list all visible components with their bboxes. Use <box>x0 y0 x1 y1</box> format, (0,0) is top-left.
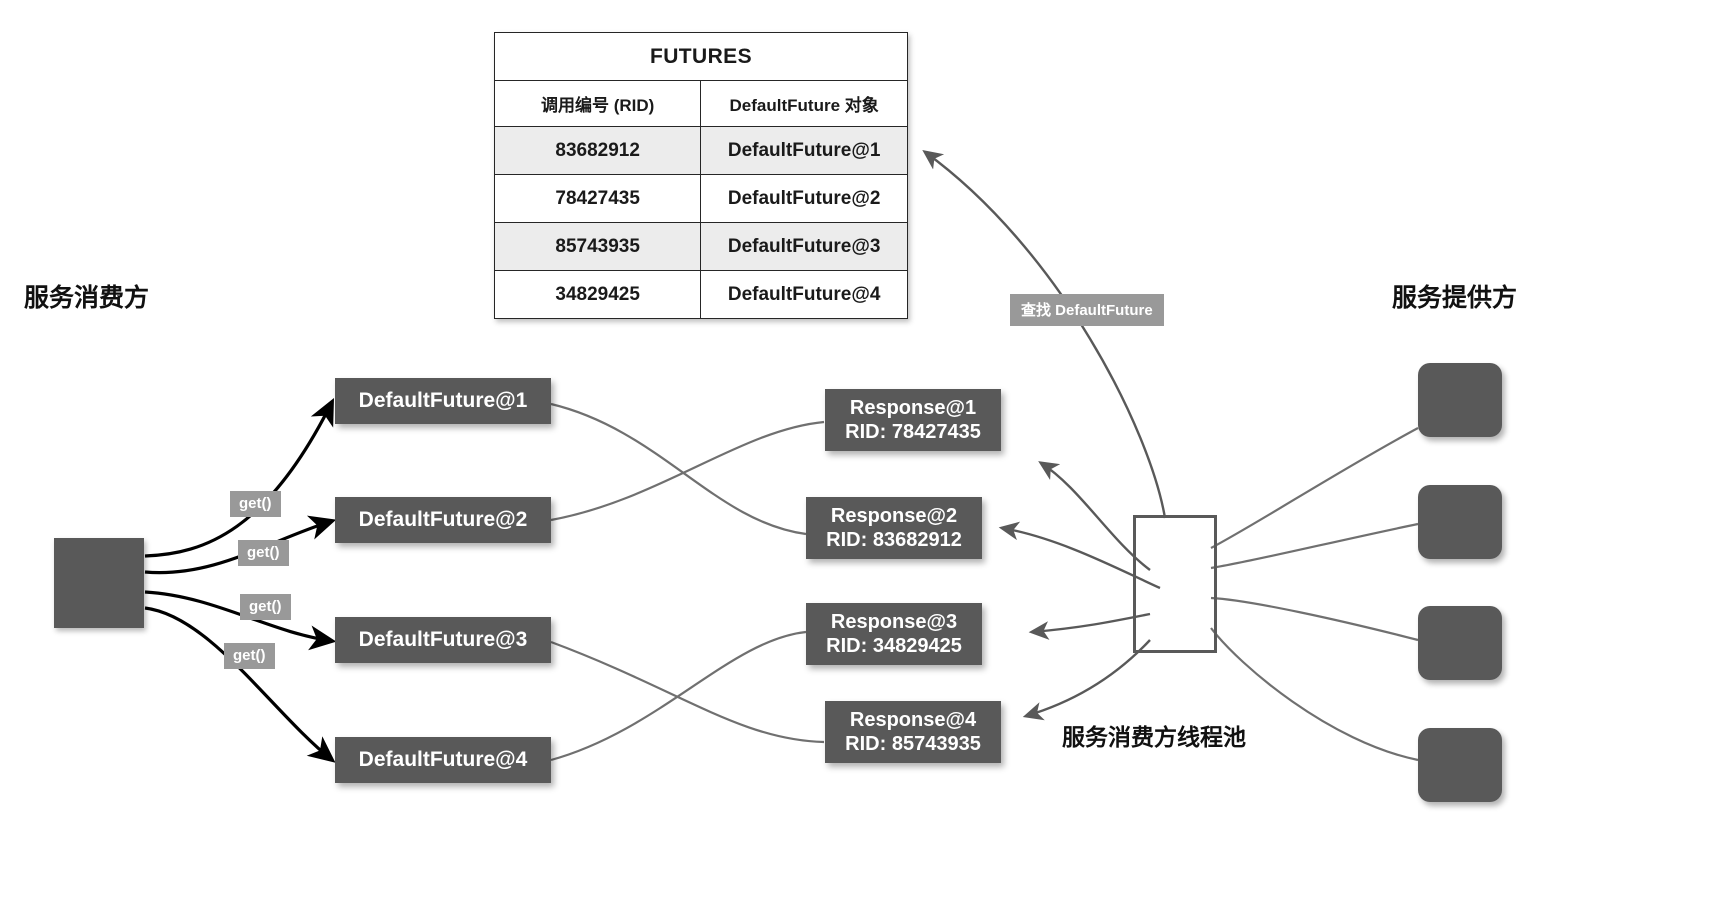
response-node-3: Response@3 RID: 34829425 <box>806 603 982 665</box>
response-name: Response@1 <box>849 396 977 419</box>
response-name: Response@3 <box>830 610 958 633</box>
provider-node-4 <box>1418 728 1502 802</box>
futures-cell-object: DefaultFuture@4 <box>700 270 908 319</box>
response-node-4: Response@4 RID: 85743935 <box>825 701 1001 763</box>
edge-label-lookup-defaultfuture: 查找 DefaultFuture <box>1010 294 1164 326</box>
provider-section-title: 服务提供方 <box>1392 284 1518 312</box>
futures-cell-object: DefaultFuture@2 <box>700 174 908 223</box>
futures-table-header-row: 调用编号 (RID) DefaultFuture 对象 <box>493 80 908 127</box>
table-row: 85743935 DefaultFuture@3 <box>493 222 908 271</box>
consumer-node <box>54 538 144 628</box>
futures-table: FUTURES 调用编号 (RID) DefaultFuture 对象 8368… <box>493 32 908 319</box>
threadpool-section-title: 服务消费方线程池 <box>1062 724 1246 750</box>
provider-node-3 <box>1418 606 1502 680</box>
futures-cell-rid: 85743935 <box>493 222 702 271</box>
table-row: 78427435 DefaultFuture@2 <box>493 174 908 223</box>
response-rid: RID: 83682912 <box>826 529 962 551</box>
futures-cell-rid: 83682912 <box>493 126 702 175</box>
provider-node-1 <box>1418 363 1502 437</box>
consumer-section-title: 服务消费方 <box>24 284 150 312</box>
edge-label-get-1: get() <box>230 491 281 517</box>
futures-cell-rid: 34829425 <box>493 270 702 319</box>
futures-table-title: FUTURES <box>494 32 908 81</box>
futures-cell-object: DefaultFuture@3 <box>700 222 908 271</box>
default-future-node-1: DefaultFuture@1 <box>335 378 551 424</box>
get-call-arrows <box>144 397 337 763</box>
response-rid: RID: 85743935 <box>845 733 981 755</box>
response-rid: RID: 34829425 <box>826 635 962 657</box>
response-name: Response@2 <box>830 504 958 527</box>
futures-cell-rid: 78427435 <box>493 174 702 223</box>
futures-cell-object: DefaultFuture@1 <box>700 126 908 175</box>
edge-label-get-3: get() <box>240 594 291 620</box>
futures-table-title-row: FUTURES <box>494 32 908 81</box>
table-row: 83682912 DefaultFuture@1 <box>493 126 908 175</box>
response-node-1: Response@1 RID: 78427435 <box>825 389 1001 451</box>
default-future-node-2: DefaultFuture@2 <box>335 497 551 543</box>
table-row: 34829425 DefaultFuture@4 <box>493 270 908 319</box>
response-node-2: Response@2 RID: 83682912 <box>806 497 982 559</box>
provider-response-links <box>1210 427 1419 762</box>
futures-header-rid: 调用编号 (RID) <box>493 80 702 127</box>
future-response-links <box>550 402 825 762</box>
provider-node-2 <box>1418 485 1502 559</box>
edge-label-get-2: get() <box>238 540 289 566</box>
default-future-node-4: DefaultFuture@4 <box>335 737 551 783</box>
edge-label-get-4: get() <box>224 643 275 669</box>
response-name: Response@4 <box>849 708 977 731</box>
futures-lookup-arrow <box>922 150 1167 519</box>
futures-header-object: DefaultFuture 对象 <box>700 80 908 127</box>
response-rid: RID: 78427435 <box>845 421 981 443</box>
default-future-node-3: DefaultFuture@3 <box>335 617 551 663</box>
consumer-threadpool-node <box>1133 515 1217 653</box>
